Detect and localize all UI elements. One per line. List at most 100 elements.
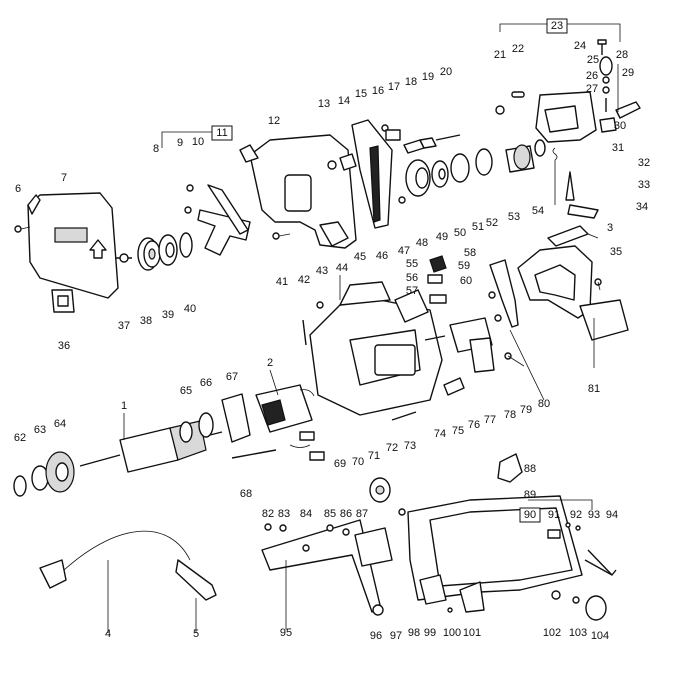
part-label-66: 66 — [200, 377, 212, 389]
part-label-8: 8 — [153, 143, 159, 155]
screw-41 — [272, 232, 291, 240]
bracket-89-94 — [528, 499, 593, 510]
part-label-99: 99 — [424, 627, 436, 639]
motor-housing — [309, 281, 443, 416]
part-number: 9 — [177, 137, 183, 149]
field-stator — [255, 384, 315, 433]
part-number: 97 — [390, 630, 402, 642]
part-number: 52 — [486, 217, 498, 229]
part-number: 82 — [262, 508, 274, 520]
part-label-39: 39 — [162, 309, 174, 321]
part-label-78: 78 — [504, 409, 516, 421]
part-label-98: 98 — [408, 627, 420, 639]
part-number: 35 — [610, 246, 622, 258]
part-number: 6 — [15, 183, 21, 195]
part-number: 47 — [398, 245, 410, 257]
depth-knob — [369, 477, 391, 503]
switch-assembly — [424, 255, 519, 396]
nut-43 — [316, 301, 324, 309]
part-label-27: 27 — [586, 83, 598, 95]
part-label-74: 74 — [434, 428, 446, 440]
part-label-77: 77 — [484, 414, 496, 426]
part-label-25: 25 — [587, 54, 599, 66]
leader-lines — [107, 233, 601, 633]
part-number: 56 — [406, 272, 418, 284]
part-label-53: 53 — [508, 211, 520, 223]
part-number: 73 — [404, 440, 416, 452]
part-label-76: 76 — [468, 419, 480, 431]
base-accessories — [372, 559, 613, 621]
part-label-21: 21 — [494, 49, 506, 61]
part-number: 17 — [388, 81, 400, 93]
top-bracket-assembly — [495, 39, 641, 143]
part-label-57: 57 — [406, 285, 418, 297]
part-label-20: 20 — [440, 66, 452, 78]
part-label-14: 14 — [338, 95, 350, 107]
part-number: 18 — [405, 76, 417, 88]
part-label-box — [519, 507, 541, 523]
part-number: 14 — [338, 95, 350, 107]
screw-6 — [14, 225, 31, 233]
part-number: 69 — [334, 458, 346, 470]
part-label-23: 23 — [546, 18, 568, 34]
part-label-65: 65 — [180, 385, 192, 397]
part-number: 66 — [200, 377, 212, 389]
part-label-94: 94 — [606, 509, 618, 521]
part-number: 92 — [570, 509, 582, 521]
bearing-bracket — [179, 393, 251, 443]
part-number: 28 — [616, 49, 628, 61]
part-number: 72 — [386, 442, 398, 454]
part-number: 50 — [454, 227, 466, 239]
part-label-101: 101 — [463, 627, 481, 639]
part-number: 63 — [34, 424, 46, 436]
riving-knife-lever — [184, 184, 251, 256]
part-number: 104 — [591, 630, 609, 642]
part-number: 4 — [105, 628, 111, 640]
part-number: 3 — [607, 222, 613, 234]
part-label-60: 60 — [460, 275, 472, 287]
part-label-3: 3 — [607, 222, 613, 234]
part-label-97: 97 — [390, 630, 402, 642]
part-label-79: 79 — [520, 404, 532, 416]
switch-cover — [394, 289, 429, 323]
part-label-58: 58 — [464, 247, 476, 259]
part-label-33: 33 — [638, 179, 650, 191]
part-number: 65 — [180, 385, 192, 397]
power-cord — [39, 530, 191, 589]
part-label-box — [211, 125, 233, 141]
part-number: 27 — [586, 83, 598, 95]
part-label-71: 71 — [368, 450, 380, 462]
part-number: 54 — [532, 205, 544, 217]
part-label-29: 29 — [622, 67, 634, 79]
part-number: 88 — [524, 463, 536, 475]
part-label-30: 30 — [614, 120, 626, 132]
part-label-47: 47 — [398, 245, 410, 257]
part-label-75: 75 — [452, 425, 464, 437]
brush-holders — [289, 431, 325, 461]
part-number: 77 — [484, 414, 496, 426]
part-label-19: 19 — [422, 71, 434, 83]
part-number: 83 — [278, 508, 290, 520]
part-label-88: 88 — [524, 463, 536, 475]
part-label-84: 84 — [300, 508, 312, 520]
part-label-85: 85 — [324, 508, 336, 520]
part-label-45: 45 — [354, 251, 366, 263]
part-number: 99 — [424, 627, 436, 639]
part-number: 16 — [372, 85, 384, 97]
part-number: 33 — [638, 179, 650, 191]
part-label-28: 28 — [616, 49, 628, 61]
rear-handle — [517, 245, 629, 341]
part-number: 45 — [354, 251, 366, 263]
part-number: 58 — [464, 247, 476, 259]
part-number: 46 — [376, 250, 388, 262]
part-label-52: 52 — [486, 217, 498, 229]
part-label-38: 38 — [140, 315, 152, 327]
part-number: 67 — [226, 371, 238, 383]
part-label-81: 81 — [588, 383, 600, 395]
part-number: 15 — [355, 88, 367, 100]
part-number: 2 — [267, 357, 273, 369]
part-label-64: 64 — [54, 418, 66, 430]
part-number: 30 — [614, 120, 626, 132]
